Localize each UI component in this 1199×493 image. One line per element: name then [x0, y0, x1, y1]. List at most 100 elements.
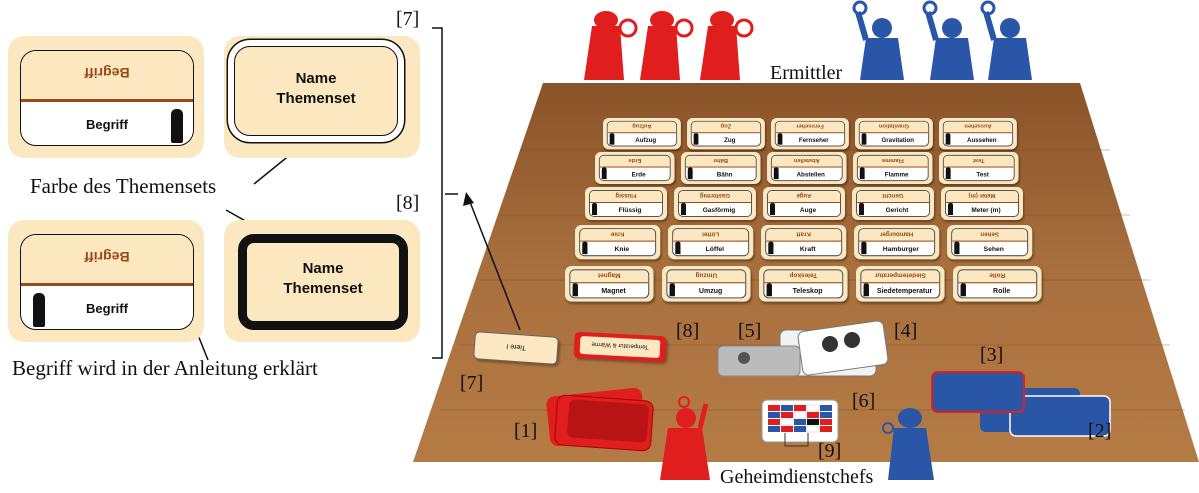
ref-1: [1] [514, 420, 538, 442]
word-card-top: Rolle [989, 271, 1006, 278]
word-card-bottom: Auge [799, 207, 817, 214]
word-card-bottom: Knie [614, 245, 630, 254]
word-card-top: Abstellen [793, 156, 820, 163]
word-card-bottom: Zug [724, 137, 736, 144]
word-card-bottom: Rolle [993, 287, 1011, 296]
word-card-bottom: Erde [631, 171, 646, 179]
legend-word-card-explained: Begriff Begriff [8, 220, 204, 342]
assassin-card [717, 345, 801, 377]
label-investigators: Ermittler [770, 62, 843, 84]
word-card-bottom: Umzug [698, 287, 723, 296]
caption-explained: Begriff wird in der Anleitung erklärt [12, 356, 318, 380]
word-card-bottom: Kraft [799, 245, 816, 254]
word-card-bottom: Gasförmig [702, 207, 736, 214]
word-card-top: Erde [628, 156, 642, 163]
word-card-top: Flamme [881, 156, 904, 163]
ref-5: [5] [738, 320, 762, 342]
legend-word-card: Begriff Begriff [8, 36, 204, 158]
word-card-bottom: Hamburger [882, 245, 919, 254]
word-card-bottom: Flamme [884, 171, 909, 179]
word-card-top: Zug [720, 122, 732, 129]
key-card [761, 399, 839, 447]
agent-silhouette-icon [675, 241, 681, 255]
agent-silhouette-icon [954, 241, 960, 255]
agent-silhouette-icon [861, 133, 867, 145]
word-card-bottom: Fernseher [798, 137, 829, 144]
word-card-top: Umzug [695, 271, 718, 278]
word-card-bottom: Teleskop [792, 287, 823, 296]
active-theme-text: Temperatur & Wärme [591, 340, 649, 350]
agent-silhouette-icon [960, 283, 966, 297]
word-card-top: Gravitation [878, 122, 910, 129]
word-card-top: Aussehen [964, 122, 992, 129]
word-card-top: Teleskop [789, 271, 818, 278]
agent-silhouette-icon [768, 241, 774, 255]
agent-silhouette-icon [859, 203, 864, 215]
word-card-top: Gasförmig [700, 192, 731, 198]
word-card-top: Flüssig [615, 192, 637, 198]
agent-silhouette-icon [601, 167, 607, 180]
ref-2: [2] [1088, 420, 1112, 442]
word-card-bottom: Aufzug [635, 137, 657, 144]
agent-silhouette-icon [945, 133, 951, 145]
word-card-bottom: Siedetemperatur [876, 287, 933, 296]
agent-silhouette-icon [609, 133, 615, 145]
agent-silhouette-icon [770, 203, 775, 215]
word-card-top: Auge [796, 192, 812, 198]
word-card-bottom: Sehen [983, 245, 1004, 254]
word-card-bottom: Magnet [601, 287, 626, 296]
agent-silhouette-icon [948, 203, 953, 215]
label-spymasters: Geheimdienstchefs [720, 466, 874, 488]
word-card-top: Meter (m) [968, 192, 996, 198]
ref-7-top: [7] [396, 8, 420, 30]
active-theme-card: Temperatur & Wärme [573, 331, 667, 363]
red-spymaster-figure [660, 396, 710, 480]
legend-theme-name-2: Name [302, 260, 344, 277]
word-card-bottom: Abstellen [796, 171, 825, 179]
agent-silhouette-icon [687, 167, 693, 180]
word-card-top: Siedetemperatur [874, 271, 926, 278]
agent-silhouette-icon [171, 109, 183, 143]
ref-3: [3] [980, 344, 1004, 366]
agent-silhouette-icon [777, 133, 783, 145]
word-card-top: Aufzug [632, 122, 652, 129]
blue-agent-card-pile [931, 371, 1111, 437]
word-card-top: Kraft [796, 230, 811, 237]
legend-word-bottom: Begriff [86, 117, 128, 132]
red-investigator-figures [584, 11, 754, 80]
caption-theme-color: Farbe des Themensets [30, 174, 217, 198]
theme-card-pile: Tiere I [473, 331, 559, 365]
word-card-bottom: Bähn [716, 171, 733, 179]
word-card-top: Fernseher [796, 122, 824, 129]
agent-silhouette-icon [859, 167, 865, 180]
word-card-bottom: Meter (m) [971, 207, 1001, 214]
word-card-top: Magnet [597, 271, 621, 278]
ref-4: [4] [894, 320, 918, 342]
word-card-bottom: Test [976, 171, 989, 179]
ref-8-bottom: [8] [676, 320, 700, 342]
legend-word-top: Begriff [84, 65, 130, 81]
legend-word-bottom-2: Begriff [86, 301, 128, 316]
word-card-top: Hamburger [880, 230, 914, 237]
ref-8-mid: [8] [396, 192, 420, 214]
legend-word-top-2: Begriff [84, 249, 130, 265]
